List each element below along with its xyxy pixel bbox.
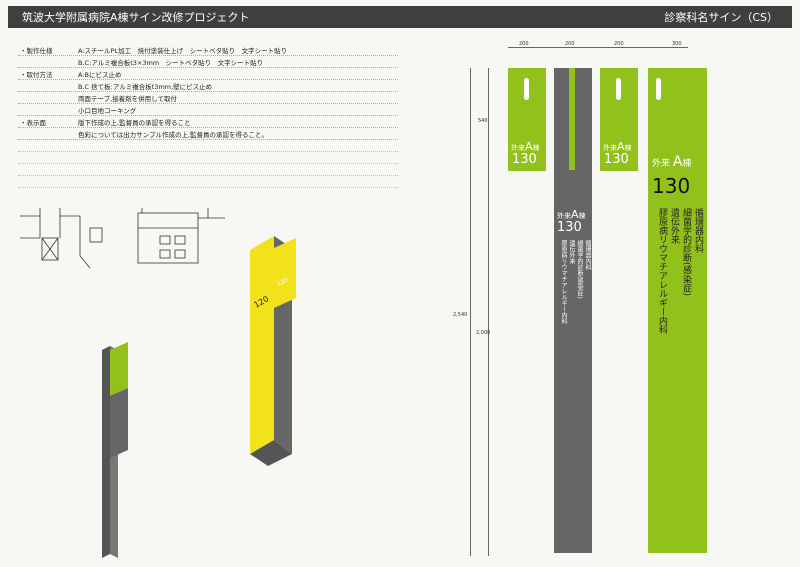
panel-d-line-3: 遺伝外来 — [669, 208, 679, 244]
header-subtitle: 診察科名サイン（CS） — [664, 11, 778, 24]
panel-b-label: 外来A棟 — [557, 208, 586, 221]
mount-slot-icon — [616, 78, 621, 100]
panel-a-label: 外来A棟 — [511, 140, 540, 153]
panel-d-line-1: 循環器内科 — [693, 208, 703, 253]
dimension-height-3: 2,000 — [476, 330, 491, 336]
sign-panel-a: 外来A棟 130 — [508, 68, 546, 171]
panel-b-line-2: 細菌学的診断(感染症) — [576, 240, 583, 299]
floor-plan — [20, 208, 225, 269]
dimension-line-mid — [470, 68, 471, 556]
panel-a-number: 130 — [512, 152, 537, 167]
panel-b-number: 130 — [557, 220, 582, 235]
mount-slot-icon — [656, 78, 661, 100]
panel-c-label: 外来A棟 — [603, 140, 632, 153]
ruled-line — [18, 152, 398, 164]
page-header: 筑波大学附属病院A棟サイン改修プロジェクト 診察科名サイン（CS） — [8, 6, 792, 28]
spec-line: 色彩については出力サンプル作成の上,監督員の承認を得ること。 — [18, 128, 398, 140]
dimension-width-1: 200 — [519, 41, 529, 47]
ruled-line — [18, 176, 398, 188]
spec-line: B,C 捨て板:アルミ複合板t3mm,壁にビス止め — [18, 80, 398, 92]
ruled-line — [18, 164, 398, 176]
panel-d-line-4: 膠原病リウマチアレルギー内科 — [657, 208, 667, 334]
spec-line: ・表示面版下作成の上,監督員の承認を得ること — [18, 116, 398, 128]
ruled-line — [18, 140, 398, 152]
gray-sign-number: 120 — [276, 277, 290, 288]
sign-perspective-yellow: 120 120 — [250, 236, 296, 466]
panel-c-number: 130 — [604, 152, 629, 167]
sign-panel-b: 外来A棟 130 循環器内科 細菌学的診断(感染症) 遺伝外来 膠原病リウマチア… — [554, 68, 592, 553]
spec-line: 小口目地コーキング — [18, 104, 398, 116]
panel-b-line-4: 膠原病リウマチアレルギー内科 — [560, 240, 567, 324]
sign-perspective-small — [102, 342, 128, 558]
mount-slot-icon — [524, 78, 529, 100]
spec-line: 両面テープ,接着剤を併用して取付 — [18, 92, 398, 104]
dimension-height-2: 2,540 — [453, 312, 468, 318]
dimension-height-1: 540 — [478, 118, 488, 124]
spec-line: B,C:アルミ複合板t3×3mm シートベタ貼り 文字シート貼り — [18, 56, 398, 68]
panel-d-line-2: 細菌学的診断(感染症) — [681, 208, 691, 297]
panel-d-label: 外来 A棟 — [652, 154, 692, 170]
header-title: 筑波大学附属病院A棟サイン改修プロジェクト — [22, 11, 250, 24]
dimension-line-top — [508, 47, 688, 48]
panel-b-line-1: 循環器内科 — [584, 240, 591, 270]
dimension-width-4: 300 — [672, 41, 682, 47]
dimension-width-3: 200 — [614, 41, 624, 47]
sign-panel-c: 外来A棟 130 — [600, 68, 638, 171]
panel-d-number: 130 — [652, 174, 691, 198]
dimension-width-2: 200 — [565, 41, 575, 47]
green-strip — [569, 68, 575, 170]
panel-b-line-3: 遺伝外来 — [568, 240, 575, 264]
dimension-line-left — [488, 68, 489, 556]
sign-panel-d: 外来 A棟 130 循環器内科 細菌学的診断(感染症) 遺伝外来 膠原病リウマチ… — [648, 68, 707, 553]
